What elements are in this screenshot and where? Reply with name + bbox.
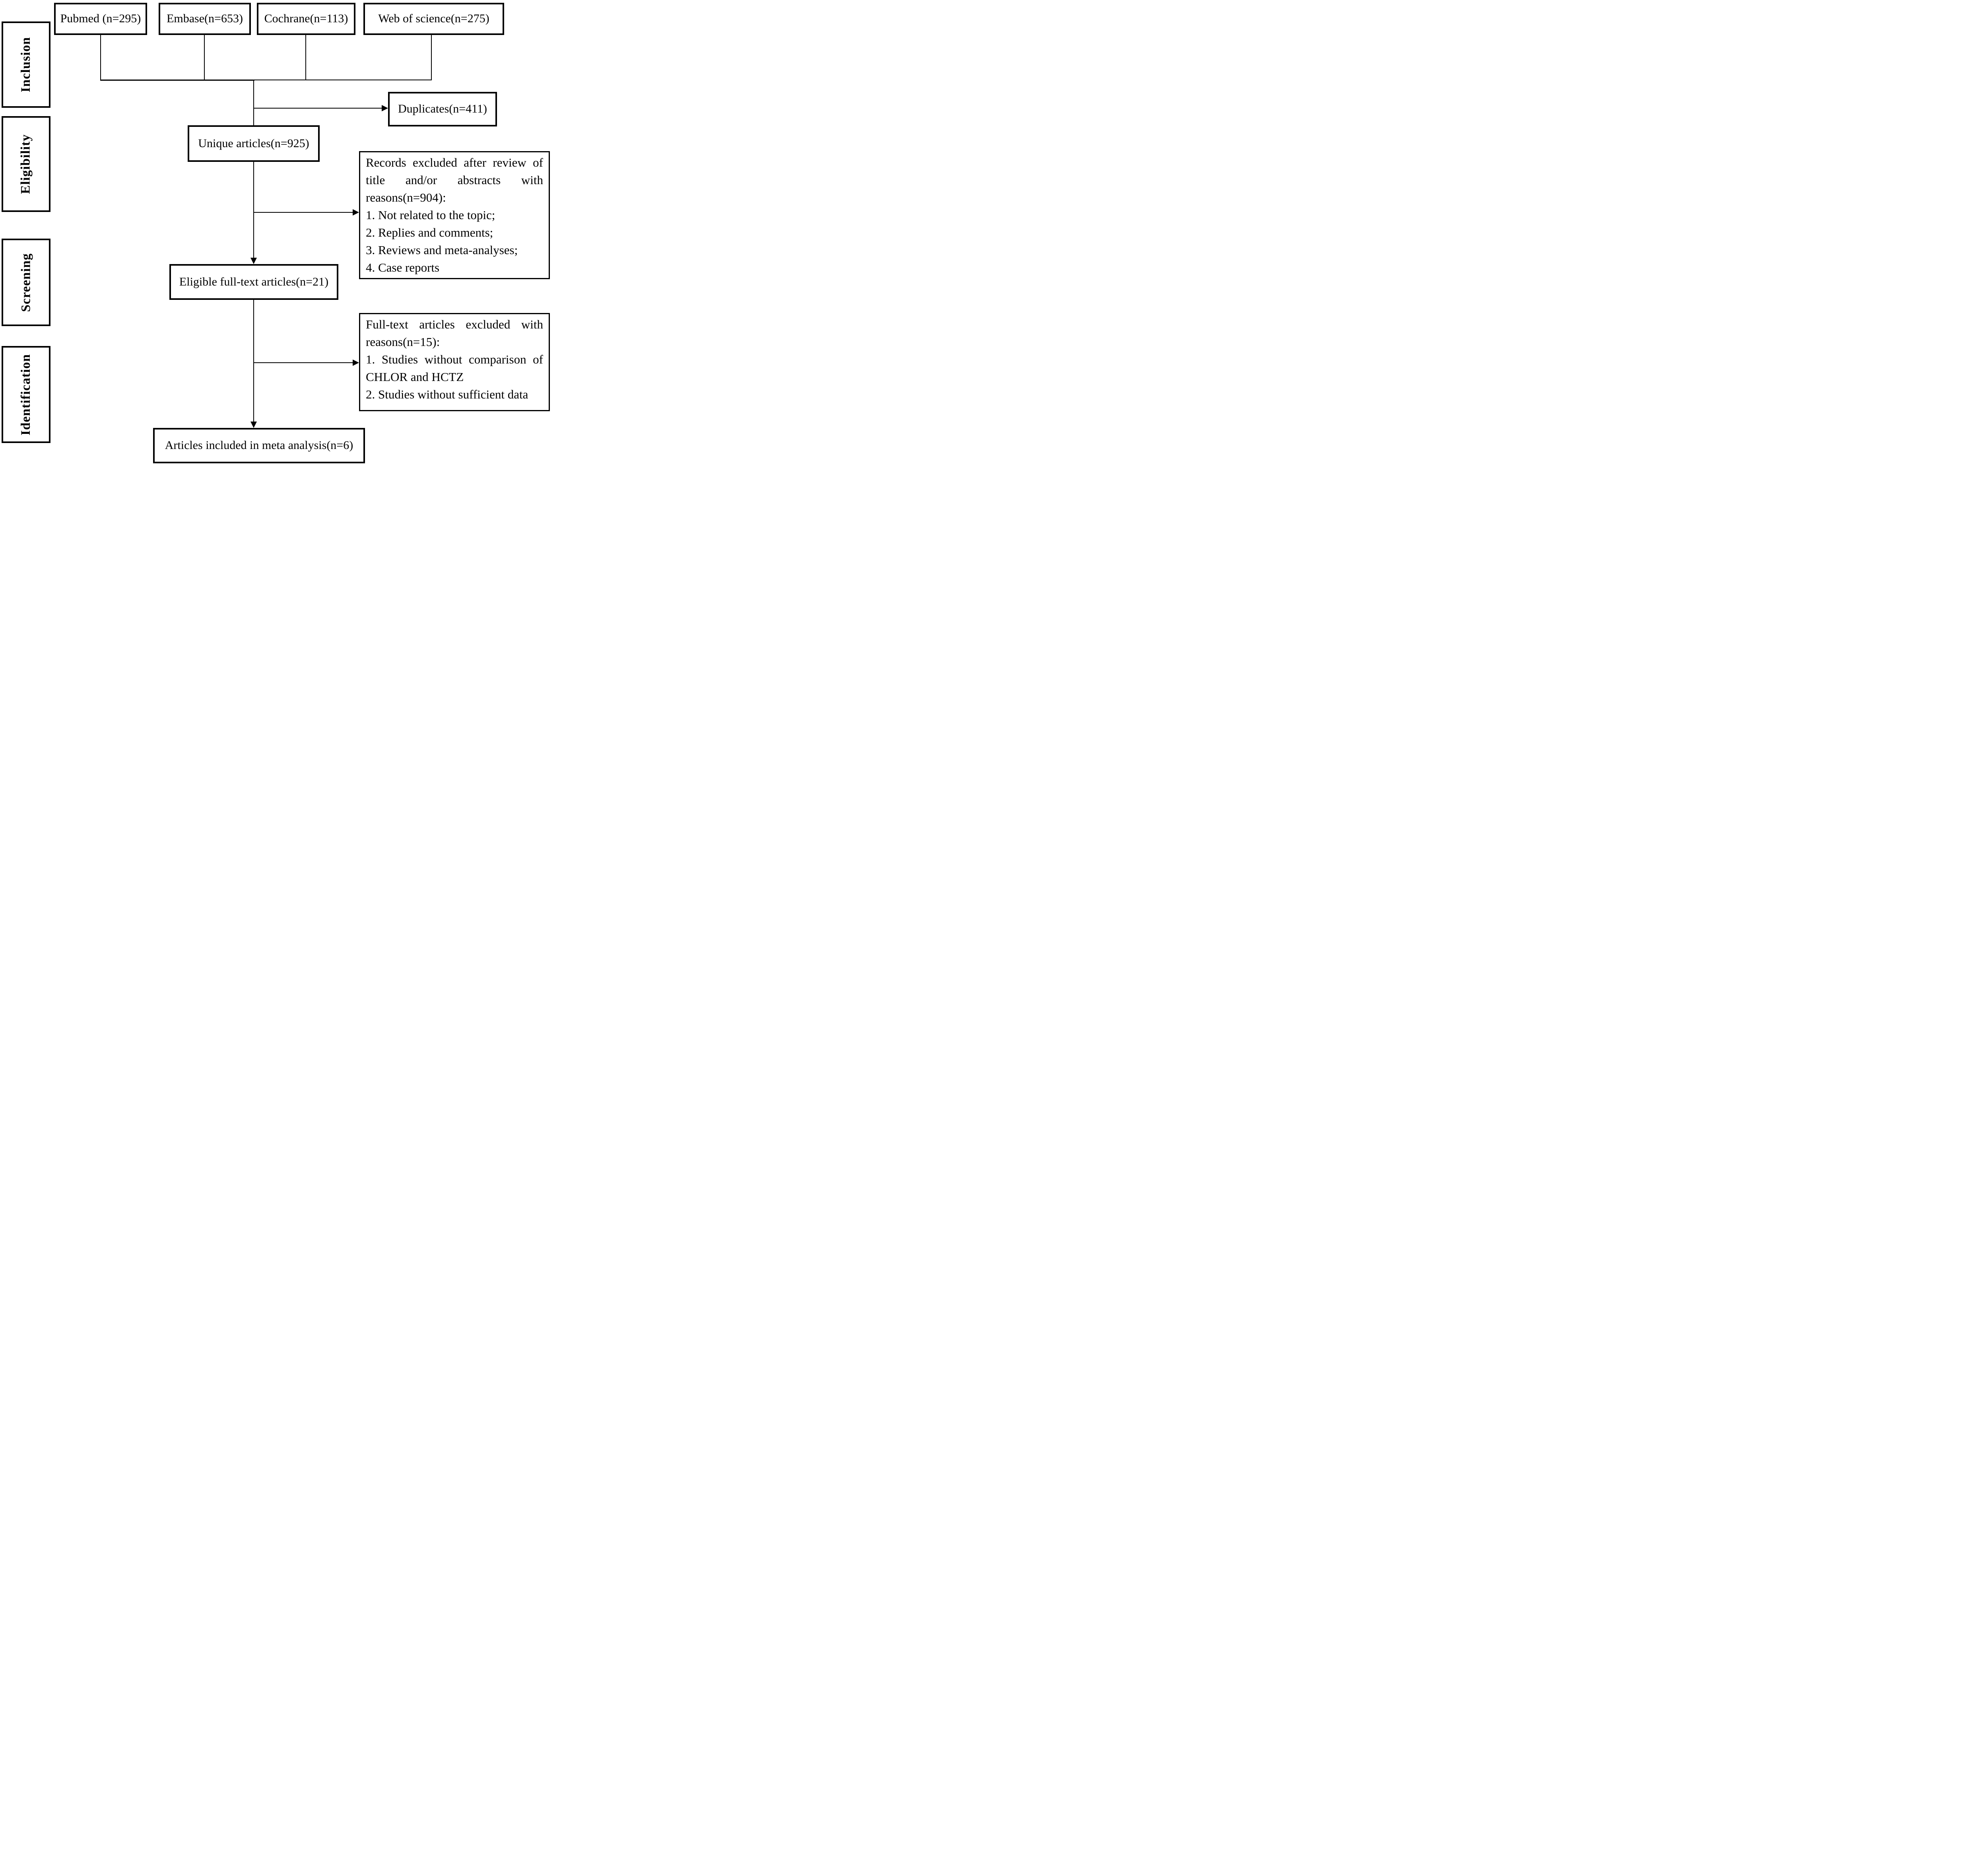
stage-box-inclusion: Inclusion bbox=[2, 21, 50, 108]
stage-label-eligibility: Eligibility bbox=[19, 134, 33, 194]
prisma-flow-diagram: Inclusion Eligibility Screening Identifi… bbox=[0, 0, 557, 464]
records-excluded-arrow-line bbox=[254, 212, 353, 213]
duplicates-arrow-line bbox=[254, 108, 382, 109]
source-box-cochrane: Cochrane(n=113) bbox=[257, 3, 355, 35]
included-articles-label: Articles included in meta analysis(n=6) bbox=[165, 439, 353, 452]
fulltext-excluded-arrow-line bbox=[254, 362, 353, 363]
fulltext-excluded-arrowhead-icon bbox=[353, 360, 359, 366]
included-arrowhead-icon bbox=[250, 422, 257, 428]
source-label-web-of-science: Web of science(n=275) bbox=[378, 12, 489, 25]
stage-label-screening: Screening bbox=[19, 253, 33, 312]
duplicates-label: Duplicates(n=411) bbox=[398, 102, 487, 116]
records-excluded-title: Records excluded after review of title a… bbox=[366, 155, 543, 204]
fulltext-excluded-item: 2. Studies without sufficient data bbox=[366, 387, 528, 401]
records-excluded-arrowhead-icon bbox=[353, 209, 359, 216]
duplicates-arrowhead-icon bbox=[382, 105, 388, 111]
records-excluded-item: 1. Not related to the topic; bbox=[366, 208, 495, 222]
fulltext-excluded-title: Full-text articles excluded with reasons… bbox=[366, 317, 543, 349]
stage-label-inclusion: Inclusion bbox=[19, 37, 33, 93]
records-excluded-box: Records excluded after review of title a… bbox=[359, 151, 550, 279]
eligible-arrowhead-icon bbox=[250, 258, 257, 264]
records-excluded-item: 2. Replies and comments; bbox=[366, 225, 493, 239]
fulltext-excluded-item: 1. Studies without comparison of CHLOR a… bbox=[366, 352, 543, 384]
connector-pubmed-drop bbox=[100, 35, 101, 80]
source-box-web-of-science: Web of science(n=275) bbox=[363, 3, 504, 35]
connector-spine-top bbox=[253, 80, 254, 125]
connector-bus-left bbox=[100, 80, 254, 81]
connector-spine-bottom bbox=[253, 300, 254, 422]
connector-wos-drop bbox=[431, 35, 432, 80]
stage-box-eligibility: Eligibility bbox=[2, 116, 50, 212]
included-articles-box: Articles included in meta analysis(n=6) bbox=[153, 428, 365, 463]
source-box-pubmed: Pubmed (n=295) bbox=[54, 3, 147, 35]
unique-articles-box: Unique articles(n=925) bbox=[188, 125, 320, 162]
stage-box-screening: Screening bbox=[2, 239, 50, 326]
source-box-embase: Embase(n=653) bbox=[159, 3, 251, 35]
eligible-fulltext-box: Eligible full-text articles(n=21) bbox=[169, 264, 338, 300]
stage-label-identification: Identification bbox=[19, 354, 33, 435]
stage-box-identification: Identification bbox=[2, 346, 50, 443]
source-label-pubmed: Pubmed (n=295) bbox=[60, 12, 141, 25]
duplicates-box: Duplicates(n=411) bbox=[388, 92, 497, 126]
source-label-embase: Embase(n=653) bbox=[167, 12, 243, 25]
fulltext-excluded-box: Full-text articles excluded with reasons… bbox=[359, 313, 550, 411]
records-excluded-item: 4. Case reports bbox=[366, 260, 440, 274]
source-label-cochrane: Cochrane(n=113) bbox=[264, 12, 348, 25]
connector-embase-drop bbox=[204, 35, 205, 80]
records-excluded-item: 3. Reviews and meta-analyses; bbox=[366, 243, 518, 257]
connector-cochrane-drop bbox=[305, 35, 306, 80]
connector-spine-middle bbox=[253, 162, 254, 258]
unique-articles-label: Unique articles(n=925) bbox=[198, 136, 309, 150]
eligible-fulltext-label: Eligible full-text articles(n=21) bbox=[179, 275, 329, 288]
